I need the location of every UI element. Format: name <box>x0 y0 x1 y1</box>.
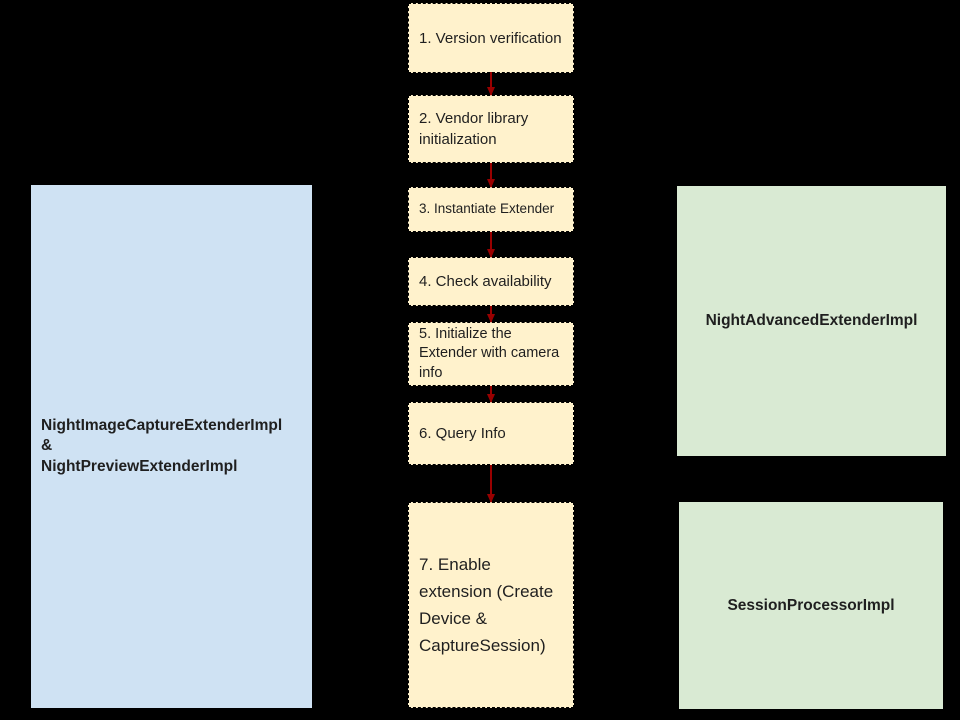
flow-step-label: 6. Query Info <box>419 425 506 442</box>
flow-step-enable-extension: 7. Enable extension (Create Device & Cap… <box>408 502 574 708</box>
flow-step-check-availability: 4. Check availability <box>408 257 574 306</box>
night-image-capture-extender-box: NightImageCaptureExtenderImpl & NightPre… <box>31 185 312 708</box>
flow-step-label: 4. Check availability <box>419 273 552 290</box>
night-image-capture-extender-label: NightImageCaptureExtenderImpl & NightPre… <box>41 417 283 475</box>
flow-step-label: 5. Initialize the Extender with camera i… <box>419 325 560 381</box>
flow-step-label: 1. Version verification <box>419 29 562 47</box>
flow-arrow-3-to-4 <box>486 232 495 258</box>
flow-arrow-6-to-7 <box>486 465 495 503</box>
night-advanced-extender-box: NightAdvancedExtenderImpl <box>677 186 946 456</box>
flow-step-vendor-library-initialization: 2. Vendor library initialization <box>408 95 574 163</box>
session-processor-label: SessionProcessorImpl <box>727 596 895 614</box>
flow-arrow-2-to-3 <box>486 163 495 188</box>
night-advanced-extender-label: NightAdvancedExtenderImpl <box>705 312 918 329</box>
flow-step-label: 7. Enable extension (Create Device & Cap… <box>419 554 554 656</box>
flow-step-instantiate-extender: 3. Instantiate Extender <box>408 187 574 232</box>
flow-step-initialize-extender: 5. Initialize the Extender with camera i… <box>408 322 574 386</box>
flow-step-version-verification: 1. Version verification <box>408 3 574 73</box>
flow-step-query-info: 6. Query Info <box>408 402 574 465</box>
flow-arrow-1-to-2 <box>486 72 495 96</box>
flow-arrow-4-to-5 <box>486 306 495 323</box>
session-processor-box: SessionProcessorImpl <box>679 502 943 709</box>
flow-step-label: 3. Instantiate Extender <box>419 201 555 217</box>
flow-arrow-5-to-6 <box>486 386 495 403</box>
flow-step-label: 2. Vendor library initialization <box>419 110 529 148</box>
